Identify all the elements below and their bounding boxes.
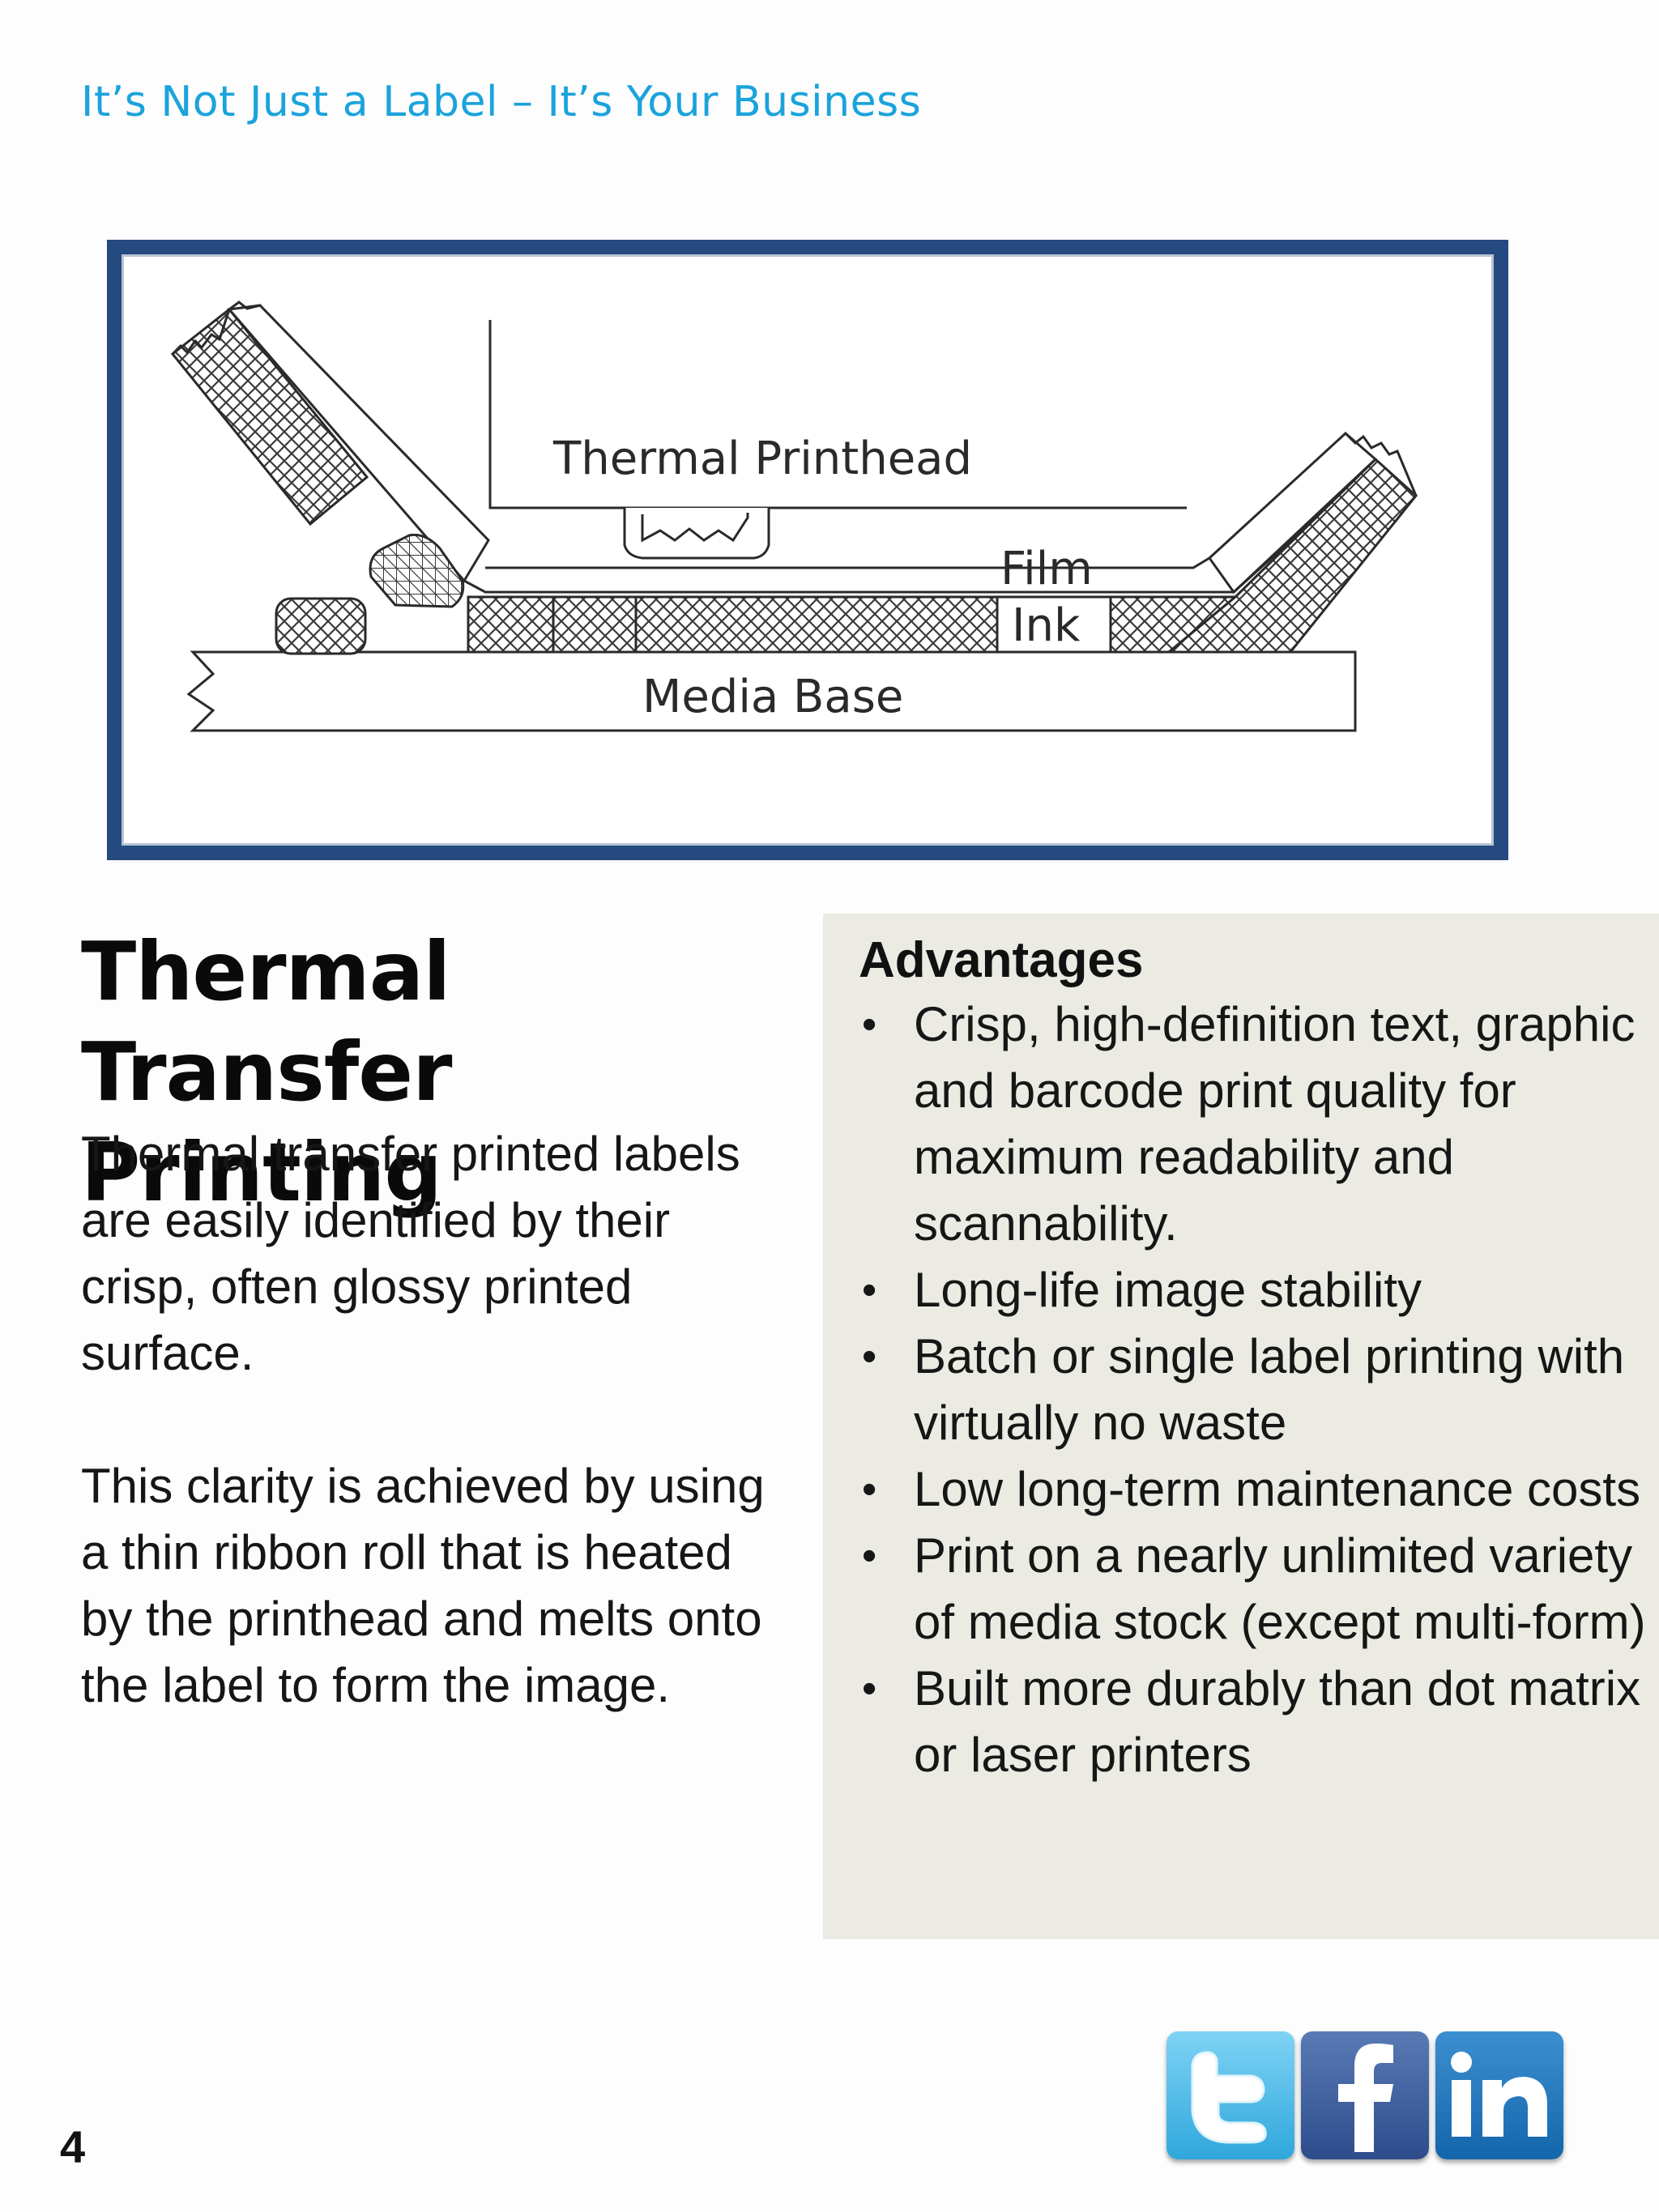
bullet-icon: • [862,1466,877,1513]
twitter-icon[interactable] [1166,2031,1294,2159]
page-tagline: It’s Not Just a Label – It’s Your Busine… [81,78,922,126]
ribbon-left-ink [170,307,369,526]
ribbon-right [485,431,1418,654]
twitter-glyph [1191,2051,1267,2144]
advantages-list: • Crisp, high-definition text, graphic an… [847,991,1649,1788]
clarity-paragraph: This clarity is achieved by using a thin… [81,1459,765,1712]
ink-layer [467,595,1239,654]
facebook-glyph [1338,2044,1393,2152]
advantage-item: • Batch or single label printing with vir… [847,1323,1649,1456]
bullet-icon: • [862,1001,877,1048]
ribbon-left-film [227,300,490,583]
thermal-printhead [488,320,1187,560]
social-links [1166,2031,1563,2164]
page-number: 4 [60,2121,86,2172]
advantage-text: Print on a nearly unlimited variety of m… [914,1528,1646,1649]
advantage-text: Long-life image stability [914,1263,1422,1317]
linkedin-glyph [1451,2052,1547,2137]
advantage-item: • Print on a nearly unlimited variety of … [847,1523,1649,1656]
label-media-base: Media Base [642,671,903,723]
thermal-transfer-diagram: Thermal Printhead Film Ink Media Base [107,240,1508,860]
diagram-canvas: Thermal Printhead Film Ink Media Base [122,254,1494,846]
advantages-panel: Advantages • Crisp, high-definition text,… [823,914,1659,1939]
advantage-text: Crisp, high-definition text, graphic and… [914,997,1636,1251]
advantage-item: • Crisp, high-definition text, graphic an… [847,991,1649,1257]
label-ink: Ink [1012,599,1081,652]
film-strip [463,516,1318,594]
advantages-title: Advantages [859,932,1144,988]
advantage-item: • Long-life image stability [847,1257,1649,1323]
bullet-icon: • [862,1665,877,1712]
advantage-text: Batch or single label printing with virt… [914,1329,1625,1450]
advantage-item: • Built more durably than dot matrix or l… [847,1656,1649,1788]
facebook-icon[interactable] [1301,2031,1429,2159]
advantage-text: Built more durably than dot matrix or la… [914,1661,1641,1782]
bullet-icon: • [862,1532,877,1579]
bullet-icon: • [862,1333,877,1380]
peeled-ink-blob [369,533,465,608]
linkedin-icon[interactable] [1435,2031,1563,2159]
page-heading: Thermal Transfer Printing [81,924,452,1220]
label-thermal-printhead: Thermal Printhead [552,433,972,485]
intro-paragraph: Thermal transfer printed labels are easi… [81,1127,740,1380]
bullet-icon: • [862,1267,877,1314]
advantage-item: • Low long-term maintenance costs [847,1456,1649,1523]
advantage-text: Low long-term maintenance costs [914,1462,1641,1516]
diagram-svg: Thermal Printhead Film Ink Media Base [170,300,1418,732]
transferred-ink-left [275,597,367,655]
media-base [186,650,1357,732]
label-film: Film [1000,543,1093,595]
